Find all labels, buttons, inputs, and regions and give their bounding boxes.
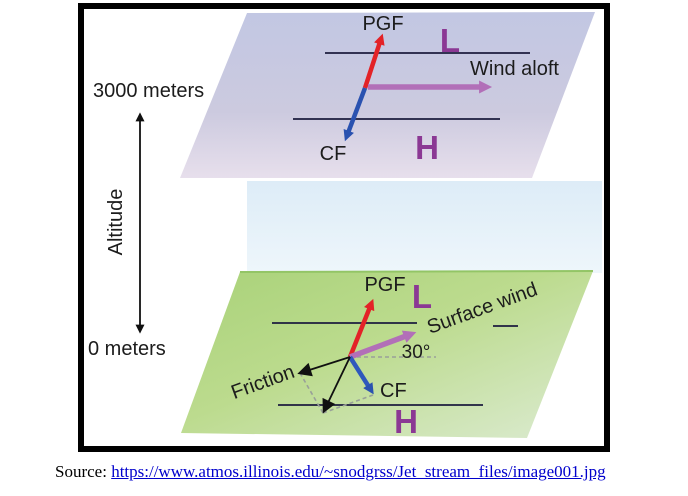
altitude-top-label: 3000 meters — [93, 80, 204, 102]
high-pressure-label-upper: H — [415, 129, 439, 166]
friction-resultant-dashed — [299, 372, 324, 414]
cf-arrow-upper — [343, 87, 368, 142]
cf-label-surface: CF — [380, 380, 407, 402]
sky-gradient-band — [247, 181, 602, 273]
surface-plane-top-edge — [239, 270, 594, 273]
pgf-label-upper: PGF — [362, 13, 403, 35]
angle-label: 30° — [402, 342, 431, 363]
cf-label-upper: CF — [320, 143, 347, 165]
source-prefix: Source: — [55, 462, 107, 481]
source-caption: Source: https://www.atmos.illinois.edu/~… — [55, 462, 606, 482]
figure-frame: 3000 meters Altitude 0 meters PGF L Wind… — [78, 3, 610, 452]
pgf-arrow-upper — [362, 33, 385, 89]
pgf-arrow-surface — [347, 298, 375, 358]
source-link[interactable]: https://www.atmos.illinois.edu/~snodgrss… — [111, 462, 606, 481]
surface-pressure-plane — [181, 271, 593, 438]
high-pressure-label-surface: H — [394, 403, 418, 440]
low-pressure-label-upper: L — [440, 22, 460, 59]
wind-aloft-label: Wind aloft — [470, 58, 559, 80]
upper-pressure-plane — [180, 12, 595, 178]
net-force-arrow — [322, 356, 351, 414]
wind-diagram: 3000 meters Altitude 0 meters PGF L Wind… — [88, 12, 602, 440]
altitude-axis-label: Altitude — [105, 189, 127, 256]
surface-wind-arrow — [349, 330, 417, 360]
altitude-bottom-label: 0 meters — [88, 338, 166, 360]
friction-arrow — [297, 356, 351, 377]
cf-arrow-surface — [348, 355, 374, 395]
pgf-label-surface: PGF — [364, 274, 405, 296]
low-pressure-label-surface: L — [412, 278, 432, 315]
